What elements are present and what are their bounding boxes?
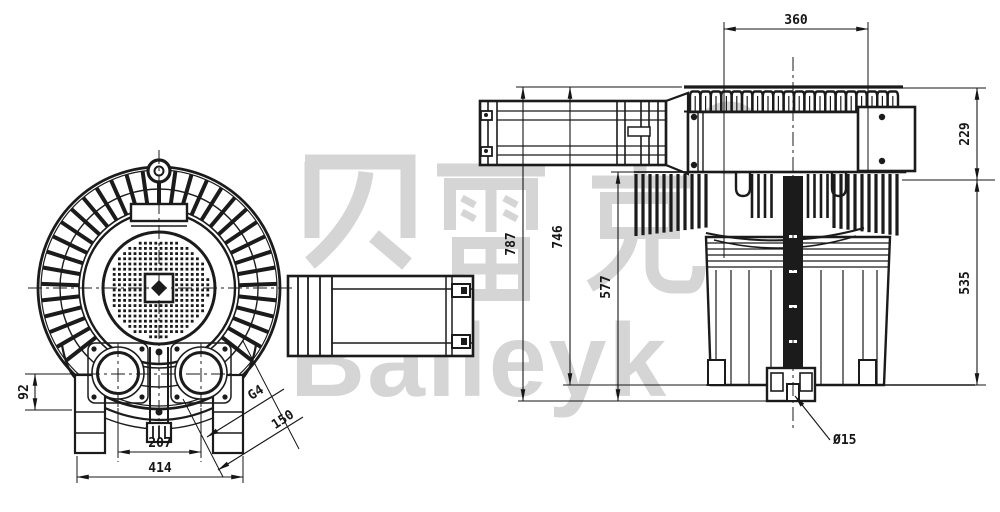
dim-360: 360: [723, 13, 869, 258]
dim-label-G4: G4: [245, 382, 266, 403]
dim-label-414: 414: [148, 461, 172, 476]
cover-fins: [688, 90, 900, 111]
dim-label-577: 577: [599, 275, 614, 298]
dim-535: 535: [890, 179, 986, 386]
front-muffler-pipe: [286, 274, 475, 358]
dim-label-360: 360: [784, 13, 808, 28]
dim-577: 577: [599, 171, 688, 402]
skirt-fins: [634, 174, 899, 236]
hook-left: [734, 172, 752, 198]
dim-229: 229: [902, 87, 995, 181]
dim-label-746: 746: [551, 225, 566, 249]
housing-skirt: [634, 171, 905, 249]
dim-label-535: 535: [958, 271, 973, 294]
dim-label-dia15: Ø15: [832, 433, 856, 448]
hook-right: [830, 172, 848, 198]
dim-label-207: 207: [148, 436, 171, 451]
body-tab-right: [858, 359, 877, 386]
front-centerlines: [28, 150, 293, 462]
dim-label-787: 787: [504, 232, 519, 255]
body-tab-left: [707, 359, 726, 386]
dim-label-92: 92: [17, 384, 32, 400]
terminal-flange-plate: [856, 105, 917, 173]
dim-787: 787: [504, 86, 786, 402]
dim-207: 207: [117, 408, 202, 458]
dim-dia15: Ø15: [794, 395, 856, 448]
center-column: [783, 176, 803, 382]
dim-414: 414: [76, 456, 244, 483]
side-muffler-pipe: [478, 91, 690, 176]
watermark-cjk-glyph-bei: [304, 154, 416, 270]
dim-746: 746: [551, 86, 706, 386]
dim-label-229: 229: [958, 122, 973, 145]
front-view: [28, 150, 475, 462]
upper-housing: [686, 105, 917, 174]
pipe-adapter: [664, 91, 690, 176]
dim-92: 92: [17, 373, 88, 411]
perforation-dots: [112, 241, 210, 339]
